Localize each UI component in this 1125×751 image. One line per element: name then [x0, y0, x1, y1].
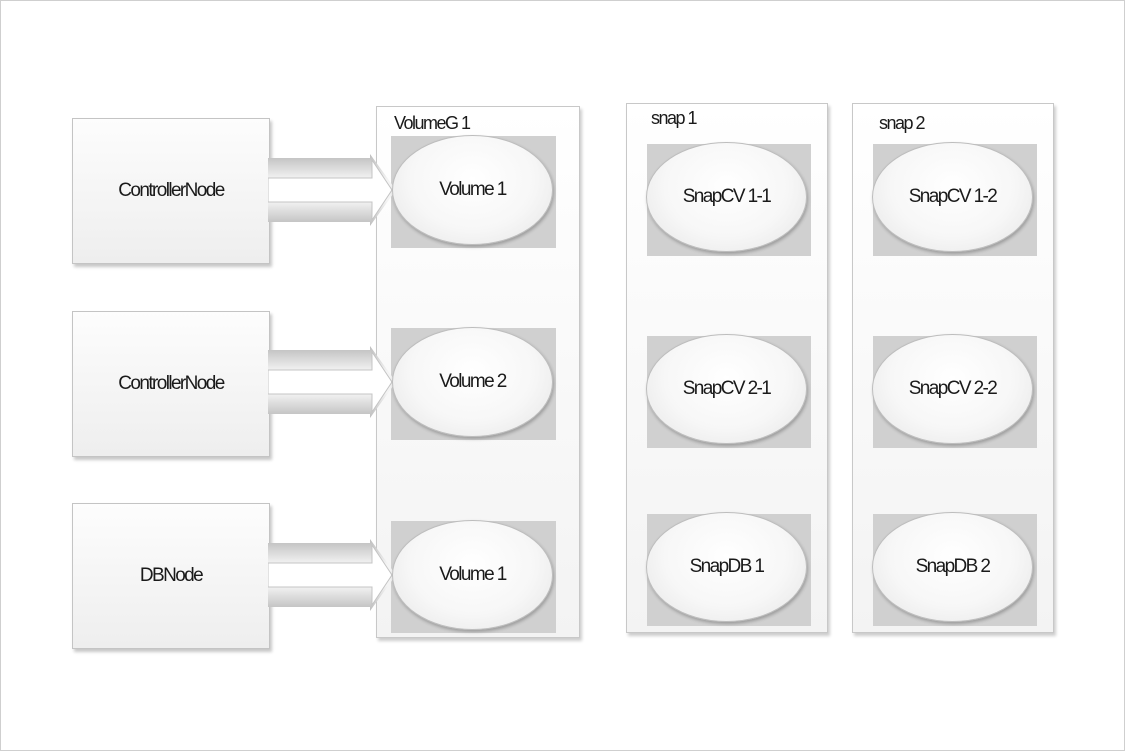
group-title: snap 2	[879, 113, 926, 133]
volume-ellipse: Volume 1	[392, 520, 553, 630]
group-title: VolumeG 1	[394, 113, 471, 133]
db-node: DBNode	[72, 503, 270, 649]
volume-label: Volume 2	[439, 371, 507, 392]
controller-node-2: ControllerNode	[72, 311, 270, 457]
snapshot-label: SnapCV 2-1	[682, 378, 772, 399]
snapshot-label: SnapCV 2-2	[908, 378, 998, 399]
node-label: ControllerNode	[118, 373, 225, 394]
snapshot-ellipse: SnapCV 2-2	[872, 334, 1033, 444]
snapshot-ellipse: SnapCV 1-2	[872, 142, 1033, 252]
volume-label: Volume 1	[439, 564, 507, 585]
snapshot-ellipse: SnapDB 2	[872, 512, 1033, 622]
arrow-icon	[268, 539, 396, 611]
controller-node-1: ControllerNode	[72, 118, 270, 264]
group-title: snap 1	[651, 108, 698, 128]
snapshot-label: SnapCV 1-1	[682, 186, 772, 207]
snapshot-ellipse: SnapCV 1-1	[646, 142, 807, 252]
node-label: ControllerNode	[118, 180, 225, 201]
snapshot-ellipse: SnapDB 1	[646, 512, 807, 622]
arrow-icon	[268, 346, 396, 418]
snapshot-label: SnapCV 1-2	[908, 186, 998, 207]
volume-label: Volume 1	[439, 179, 507, 200]
arrow-icon	[268, 154, 396, 226]
volume-ellipse: Volume 1	[392, 135, 553, 245]
snapshot-label: SnapDB 2	[915, 556, 991, 577]
node-label: DBNode	[139, 565, 204, 586]
snapshot-ellipse: SnapCV 2-1	[646, 334, 807, 444]
snapshot-label: SnapDB 1	[689, 556, 765, 577]
volume-ellipse: Volume 2	[392, 327, 553, 437]
